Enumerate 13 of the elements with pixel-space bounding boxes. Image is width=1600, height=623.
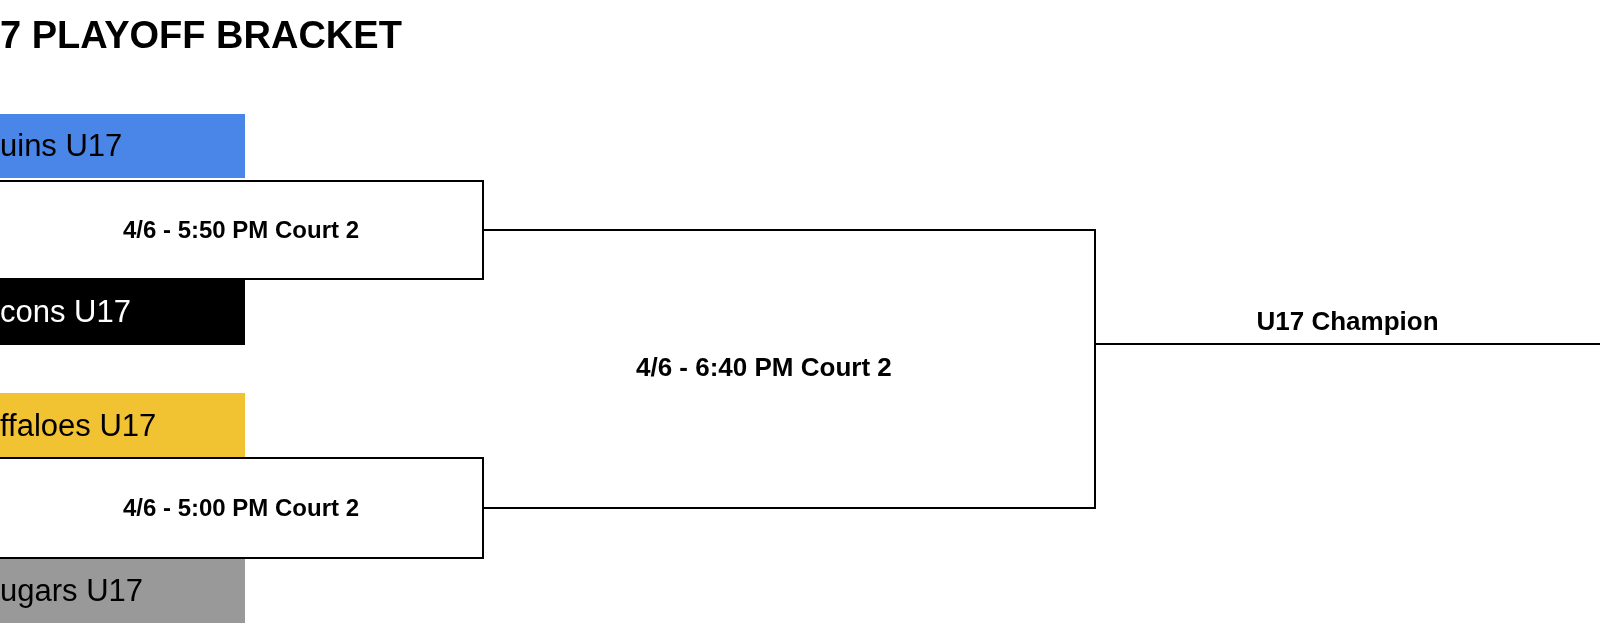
team-bar: ffaloes U17 xyxy=(0,393,245,458)
team-bar: uins U17 xyxy=(0,114,245,178)
bracket-title: 7 PLAYOFF BRACKET xyxy=(0,14,402,57)
game-box xyxy=(0,457,484,559)
game-time: 4/6 - 5:00 PM Court 2 xyxy=(122,494,360,522)
team-bar: ugars U17 xyxy=(0,558,245,623)
champion-label: U17 Champion xyxy=(1256,306,1439,337)
bracket-line xyxy=(483,229,1096,345)
game-box xyxy=(0,180,484,280)
team-bar: cons U17 xyxy=(0,279,245,345)
game-time: 4/6 - 6:40 PM Court 2 xyxy=(636,352,892,383)
bracket-line xyxy=(483,343,1096,509)
game-time: 4/6 - 5:50 PM Court 2 xyxy=(122,216,360,244)
